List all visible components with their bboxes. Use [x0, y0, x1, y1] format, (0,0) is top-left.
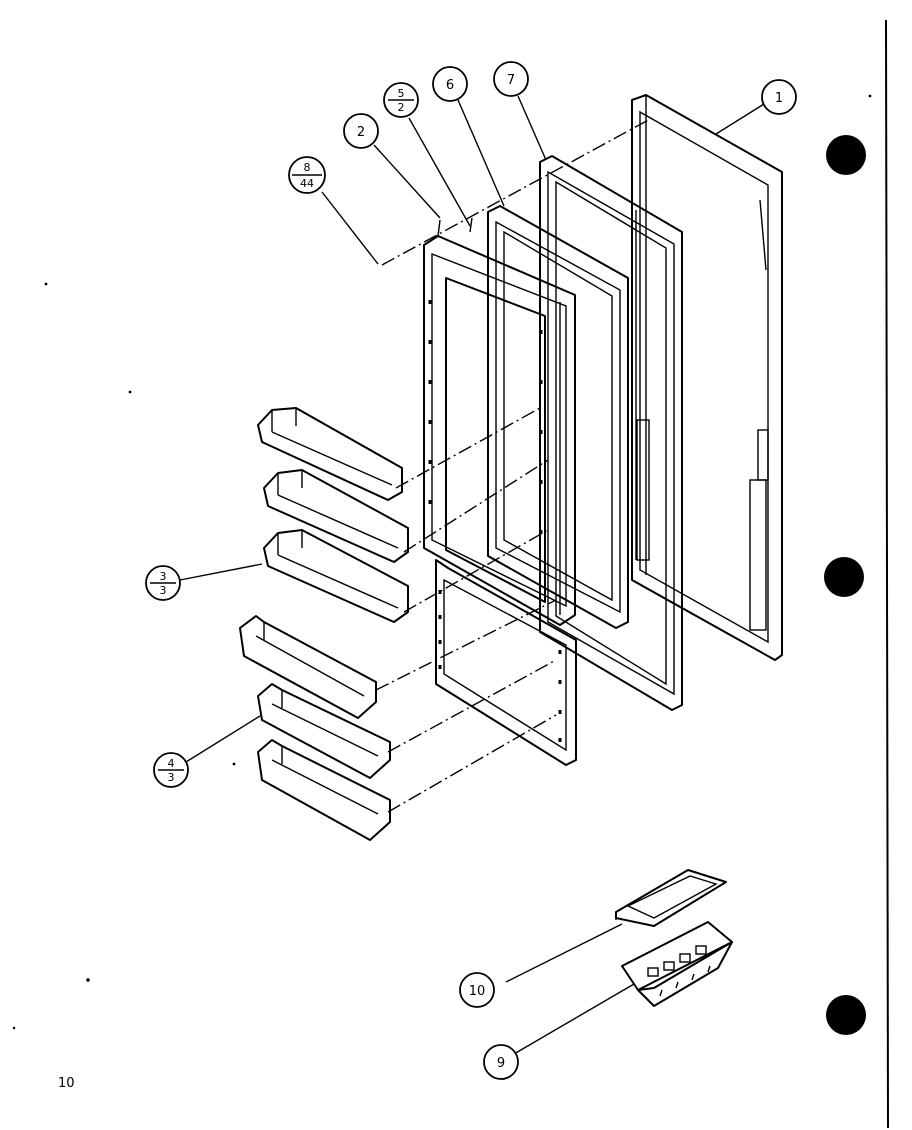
callout-4-top: 4: [168, 757, 175, 770]
page-number: 10: [58, 1076, 75, 1091]
callout-4-3: 4 3: [153, 752, 189, 788]
callout-9-label: 9: [497, 1056, 505, 1071]
callout-5-2: 5 2: [383, 82, 419, 118]
alignment-lines: [375, 117, 653, 813]
binder-hole-bottom: [826, 995, 866, 1035]
callout-1-label: 1: [775, 91, 783, 106]
door-liner: [423, 217, 576, 626]
door-bin-lower-1: [239, 615, 377, 719]
door-shelf-upper-1: [257, 407, 403, 501]
callout-3-3: 3 3: [145, 565, 181, 601]
page-border-line: [885, 19, 889, 1129]
door-shelf-upper-3: [263, 529, 409, 623]
callout-2-label: 2: [357, 125, 365, 140]
callout-5-top: 5: [398, 87, 405, 100]
ice-bin-cover: [615, 869, 727, 927]
breaker-strip-frame: [487, 205, 629, 629]
ice-bucket: [621, 921, 733, 1007]
callout-10: 10: [459, 972, 495, 1008]
door-gasket: [539, 155, 683, 711]
callout-3-bottom: 3: [160, 584, 167, 597]
outer-door-panel: [631, 94, 783, 661]
callout-8-44: 8 44: [288, 156, 326, 194]
binder-hole-middle: [824, 557, 864, 597]
scan-specks: [12, 94, 872, 1030]
callout-5-bottom: 2: [398, 101, 405, 114]
callout-7-label: 7: [507, 73, 515, 88]
callout-7: 7: [493, 61, 529, 97]
callout-1: 1: [761, 79, 797, 115]
callout-6: 6: [432, 66, 468, 102]
binder-hole-top: [826, 135, 866, 175]
leader-lines: [179, 95, 765, 1055]
door-bin-lower-3: [257, 739, 391, 841]
door-shelf-upper-2: [263, 469, 409, 563]
callout-4-bottom: 3: [168, 771, 175, 784]
callout-8-bottom: 44: [300, 177, 314, 190]
callout-6-label: 6: [446, 78, 454, 93]
lower-liner-frame: [435, 559, 577, 766]
door-bin-lower-2: [257, 683, 391, 779]
callout-9: 9: [483, 1044, 519, 1080]
callout-8-top: 8: [304, 161, 311, 174]
callout-10-label: 10: [469, 984, 486, 999]
callout-2: 2: [343, 113, 379, 149]
callout-3-top: 3: [160, 570, 167, 583]
